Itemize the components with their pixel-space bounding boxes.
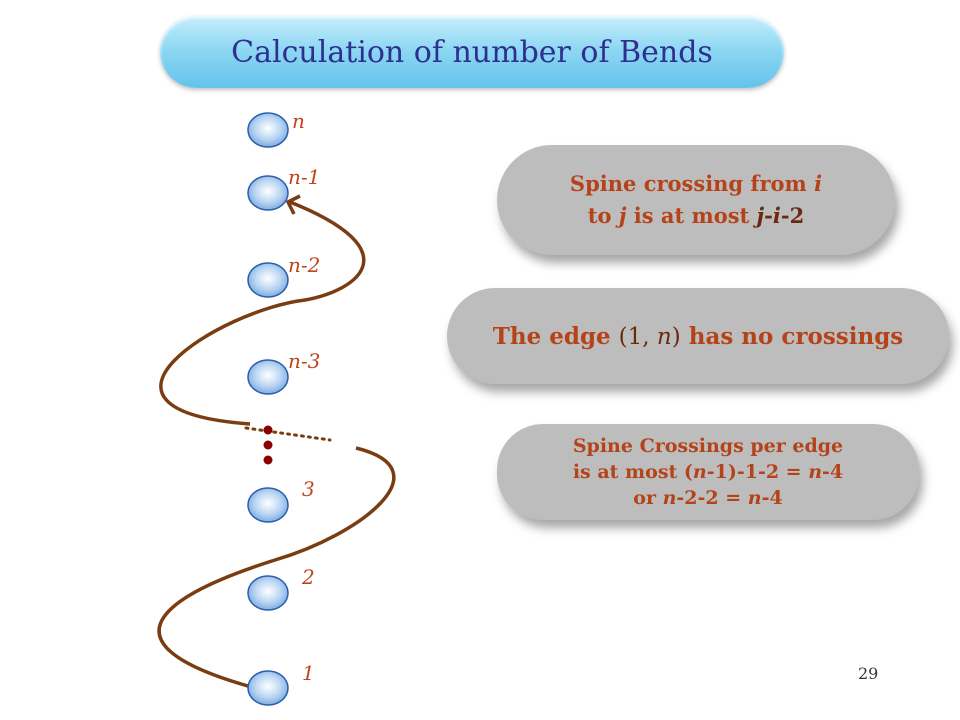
per-edge-line3: or n-2-2 = n-4 bbox=[633, 485, 782, 511]
text-run: is at most ( bbox=[572, 461, 693, 483]
var-j: j bbox=[756, 203, 765, 228]
node-n bbox=[247, 112, 289, 148]
node-n-2 bbox=[247, 262, 289, 298]
node-label-3: 3 bbox=[302, 477, 315, 501]
var-i: i bbox=[814, 171, 823, 196]
var-n: n bbox=[692, 461, 707, 483]
ellipsis-dot bbox=[263, 440, 273, 450]
node-label-n: n bbox=[292, 109, 305, 133]
text-run: ) bbox=[671, 323, 681, 350]
var-n: n bbox=[662, 487, 677, 509]
ellipsis-dot bbox=[263, 425, 273, 435]
text-run: or bbox=[633, 487, 663, 509]
var-n: n bbox=[747, 487, 762, 509]
text-run: -1)-1-2 = bbox=[706, 461, 809, 483]
spine-crossing-line2: to j is at most j-i-2 bbox=[588, 200, 804, 232]
var-n: n bbox=[656, 323, 672, 350]
spine-crossing-box: Spine crossing from i to j is at most j-… bbox=[497, 145, 895, 255]
node-label-n-3: n-3 bbox=[288, 349, 320, 373]
var-i: i bbox=[772, 203, 781, 228]
node-2 bbox=[247, 575, 289, 611]
per-edge-line2: is at most (n-1)-1-2 = n-4 bbox=[573, 459, 843, 485]
text-run: The edge bbox=[492, 322, 619, 350]
text-run: -4 bbox=[822, 461, 844, 483]
slide-title: Calculation of number of Bends bbox=[231, 34, 713, 70]
edge-upper-curve bbox=[159, 200, 366, 426]
text-run: -2 bbox=[780, 203, 805, 228]
per-edge-line1: Spine Crossings per edge bbox=[572, 435, 844, 457]
text-run: -4 bbox=[761, 487, 783, 509]
dotted-crossing-line bbox=[244, 426, 332, 442]
text-run: has no crossings bbox=[680, 322, 904, 350]
node-n-3 bbox=[247, 359, 289, 395]
node-label-1: 1 bbox=[302, 661, 315, 685]
node-label-2: 2 bbox=[301, 565, 315, 589]
text-run: -2-2 = bbox=[676, 487, 748, 509]
edge-no-crossings-text: The edge (1, n) has no crossings bbox=[493, 323, 903, 350]
arrow-head bbox=[286, 194, 301, 215]
text-run: - bbox=[764, 203, 773, 228]
node-3 bbox=[247, 487, 289, 523]
ellipsis-dot bbox=[263, 455, 273, 465]
title-banner: Calculation of number of Bends bbox=[160, 16, 784, 88]
per-edge-box: Spine Crossings per edge is at most (n-1… bbox=[497, 424, 919, 520]
spine-crossing-line1: Spine crossing from i bbox=[570, 168, 822, 200]
node-n-1 bbox=[247, 175, 289, 211]
node-label-n-2: n-2 bbox=[288, 253, 320, 277]
edge-lower-curve bbox=[157, 446, 396, 690]
text-run: to bbox=[587, 203, 619, 228]
var-j: j bbox=[618, 203, 627, 228]
node-label-n-1: n-1 bbox=[288, 165, 320, 189]
text-run: Spine crossing from bbox=[569, 171, 815, 196]
edge-no-crossings-box: The edge (1, n) has no crossings bbox=[447, 288, 949, 384]
node-1 bbox=[247, 670, 289, 706]
text-run: (1, bbox=[618, 323, 657, 350]
text-run: is at most bbox=[626, 203, 757, 228]
var-n: n bbox=[808, 461, 823, 483]
page-number: 29 bbox=[858, 664, 879, 683]
